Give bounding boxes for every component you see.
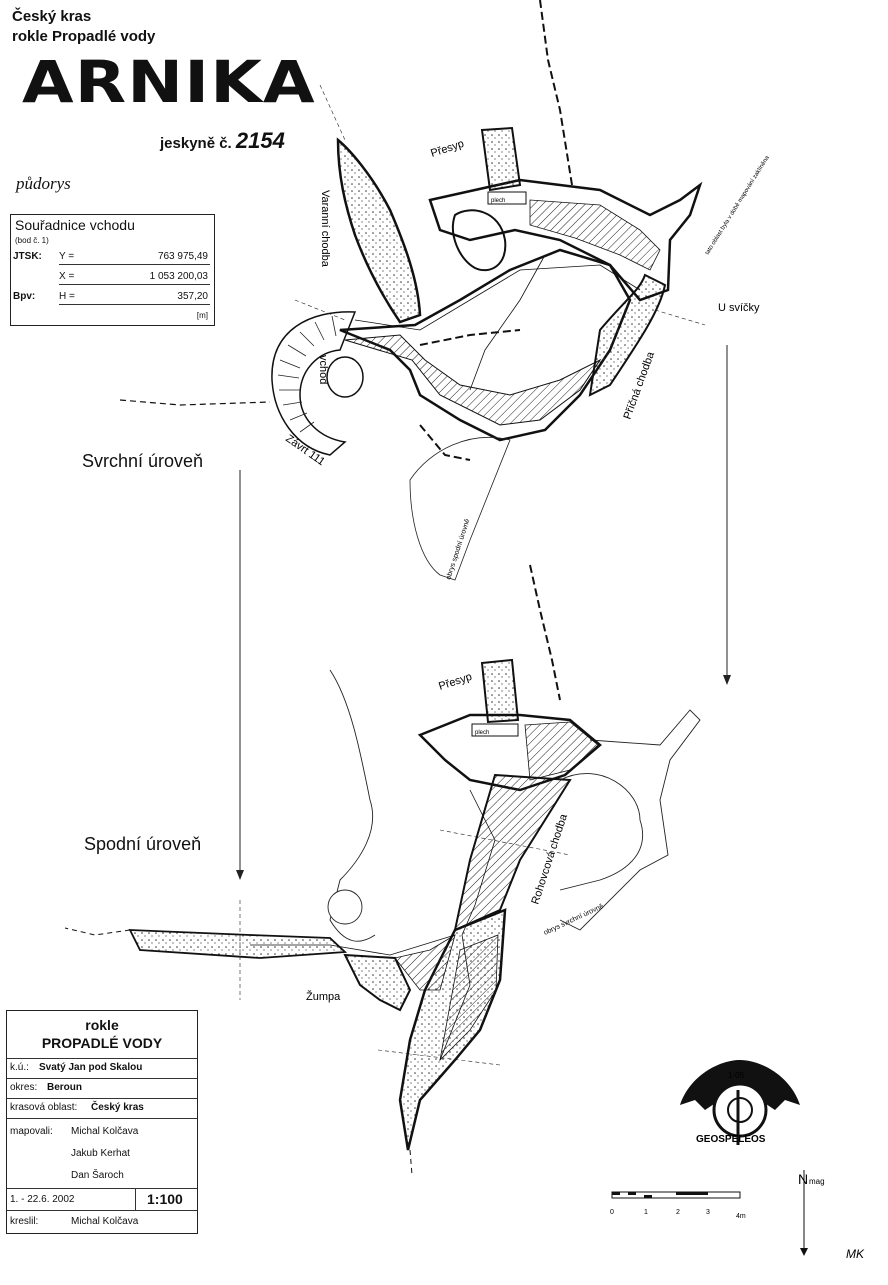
logo-text: GEOSPELEOS (696, 1134, 766, 1145)
label-plech-upper: plech (491, 198, 505, 204)
upper-level-plan (119, 0, 706, 581)
north-label: N (798, 1171, 808, 1187)
info-kreslil: kreslil: Michal Kolčava (10, 1216, 139, 1227)
label-u-svicky: U svíčky (718, 302, 760, 314)
lower-level-label: Spodní úroveň (84, 834, 202, 854)
cave-number-value: 2154 (235, 128, 285, 153)
logo-code: 1-05 (728, 1071, 745, 1080)
info-date-scale: 1. - 22.6. 2002 1:100 (7, 1188, 197, 1211)
label-vchod: vchod (317, 355, 329, 384)
info-title-1: rokle (85, 1017, 119, 1033)
scale-bar: 0 1 2 3 4m (610, 1191, 746, 1220)
label-presyp-lower: Přesyp (437, 671, 473, 693)
scale-tick: 4m (736, 1213, 746, 1220)
north-sub: mag (809, 1177, 825, 1186)
info-title-2: PROPADLÉ VODY (41, 1035, 163, 1051)
info-ku: k.ú.: Svatý Jan pod Skalou (7, 1058, 197, 1079)
upper-level-label: Svrchní úroveň (82, 451, 204, 471)
coordinate-row: X = 1 053 200,03 (11, 271, 214, 289)
coordinate-row: Bpv: H = 357,20 (11, 291, 214, 309)
info-okres: okres: Beroun (7, 1078, 197, 1099)
label-zumpa: Žumpa (306, 990, 341, 1003)
info-box: rokle PROPADLÉ VODY k.ú.: Svatý Jan pod … (6, 1010, 198, 1234)
label-zavrt: Závrt 111 (283, 433, 327, 469)
cave-name: ARNIKA (22, 48, 316, 116)
scale-tick: 1 (644, 1209, 648, 1216)
level-arrow-right (723, 345, 731, 685)
cave-number-label: jeskyně č. (160, 135, 232, 152)
level-arrow-left (236, 470, 244, 880)
north-arrow: N mag (798, 1170, 825, 1256)
coordinates-title: Souřadnice vchodu (15, 217, 135, 233)
coordinates-subtitle: (bod č. 1) (15, 236, 49, 245)
info-mapovali: mapovali: Michal Kolčava Jakub Kerhat Da… (7, 1118, 197, 1189)
coordinates-box: Souřadnice vchodu (bod č. 1) JTSK: Y = 7… (10, 214, 215, 326)
scale-tick: 0 (610, 1209, 614, 1216)
label-varanni-chodba: Varanní chodba (319, 190, 331, 268)
cave-number: jeskyně č. 2154 (160, 128, 285, 154)
coordinate-row: JTSK: Y = 763 975,49 (11, 251, 214, 269)
geospeleos-logo: 1-05 GEOSPELEOS (680, 1060, 800, 1145)
region-title: Český kras (12, 8, 92, 25)
label-obrys-svrchni: obrys svrchní úrovně (543, 903, 605, 937)
scale-tick: 3 (706, 1209, 710, 1216)
coordinates-unit: [m] (196, 311, 208, 320)
scale-tick: 2 (676, 1209, 680, 1216)
lower-level-plan (64, 564, 701, 1176)
signature: MK (846, 1247, 865, 1261)
gorge-title: rokle Propadlé vody (12, 28, 156, 45)
label-note: tato oblast byla v době mapování zaklíně… (705, 154, 772, 256)
view-label: půdorys (16, 174, 71, 193)
label-plech-lower: plech (475, 730, 489, 736)
info-oblast: krasová oblast: Český kras (7, 1098, 197, 1119)
label-presyp-upper: Přesyp (429, 138, 465, 160)
